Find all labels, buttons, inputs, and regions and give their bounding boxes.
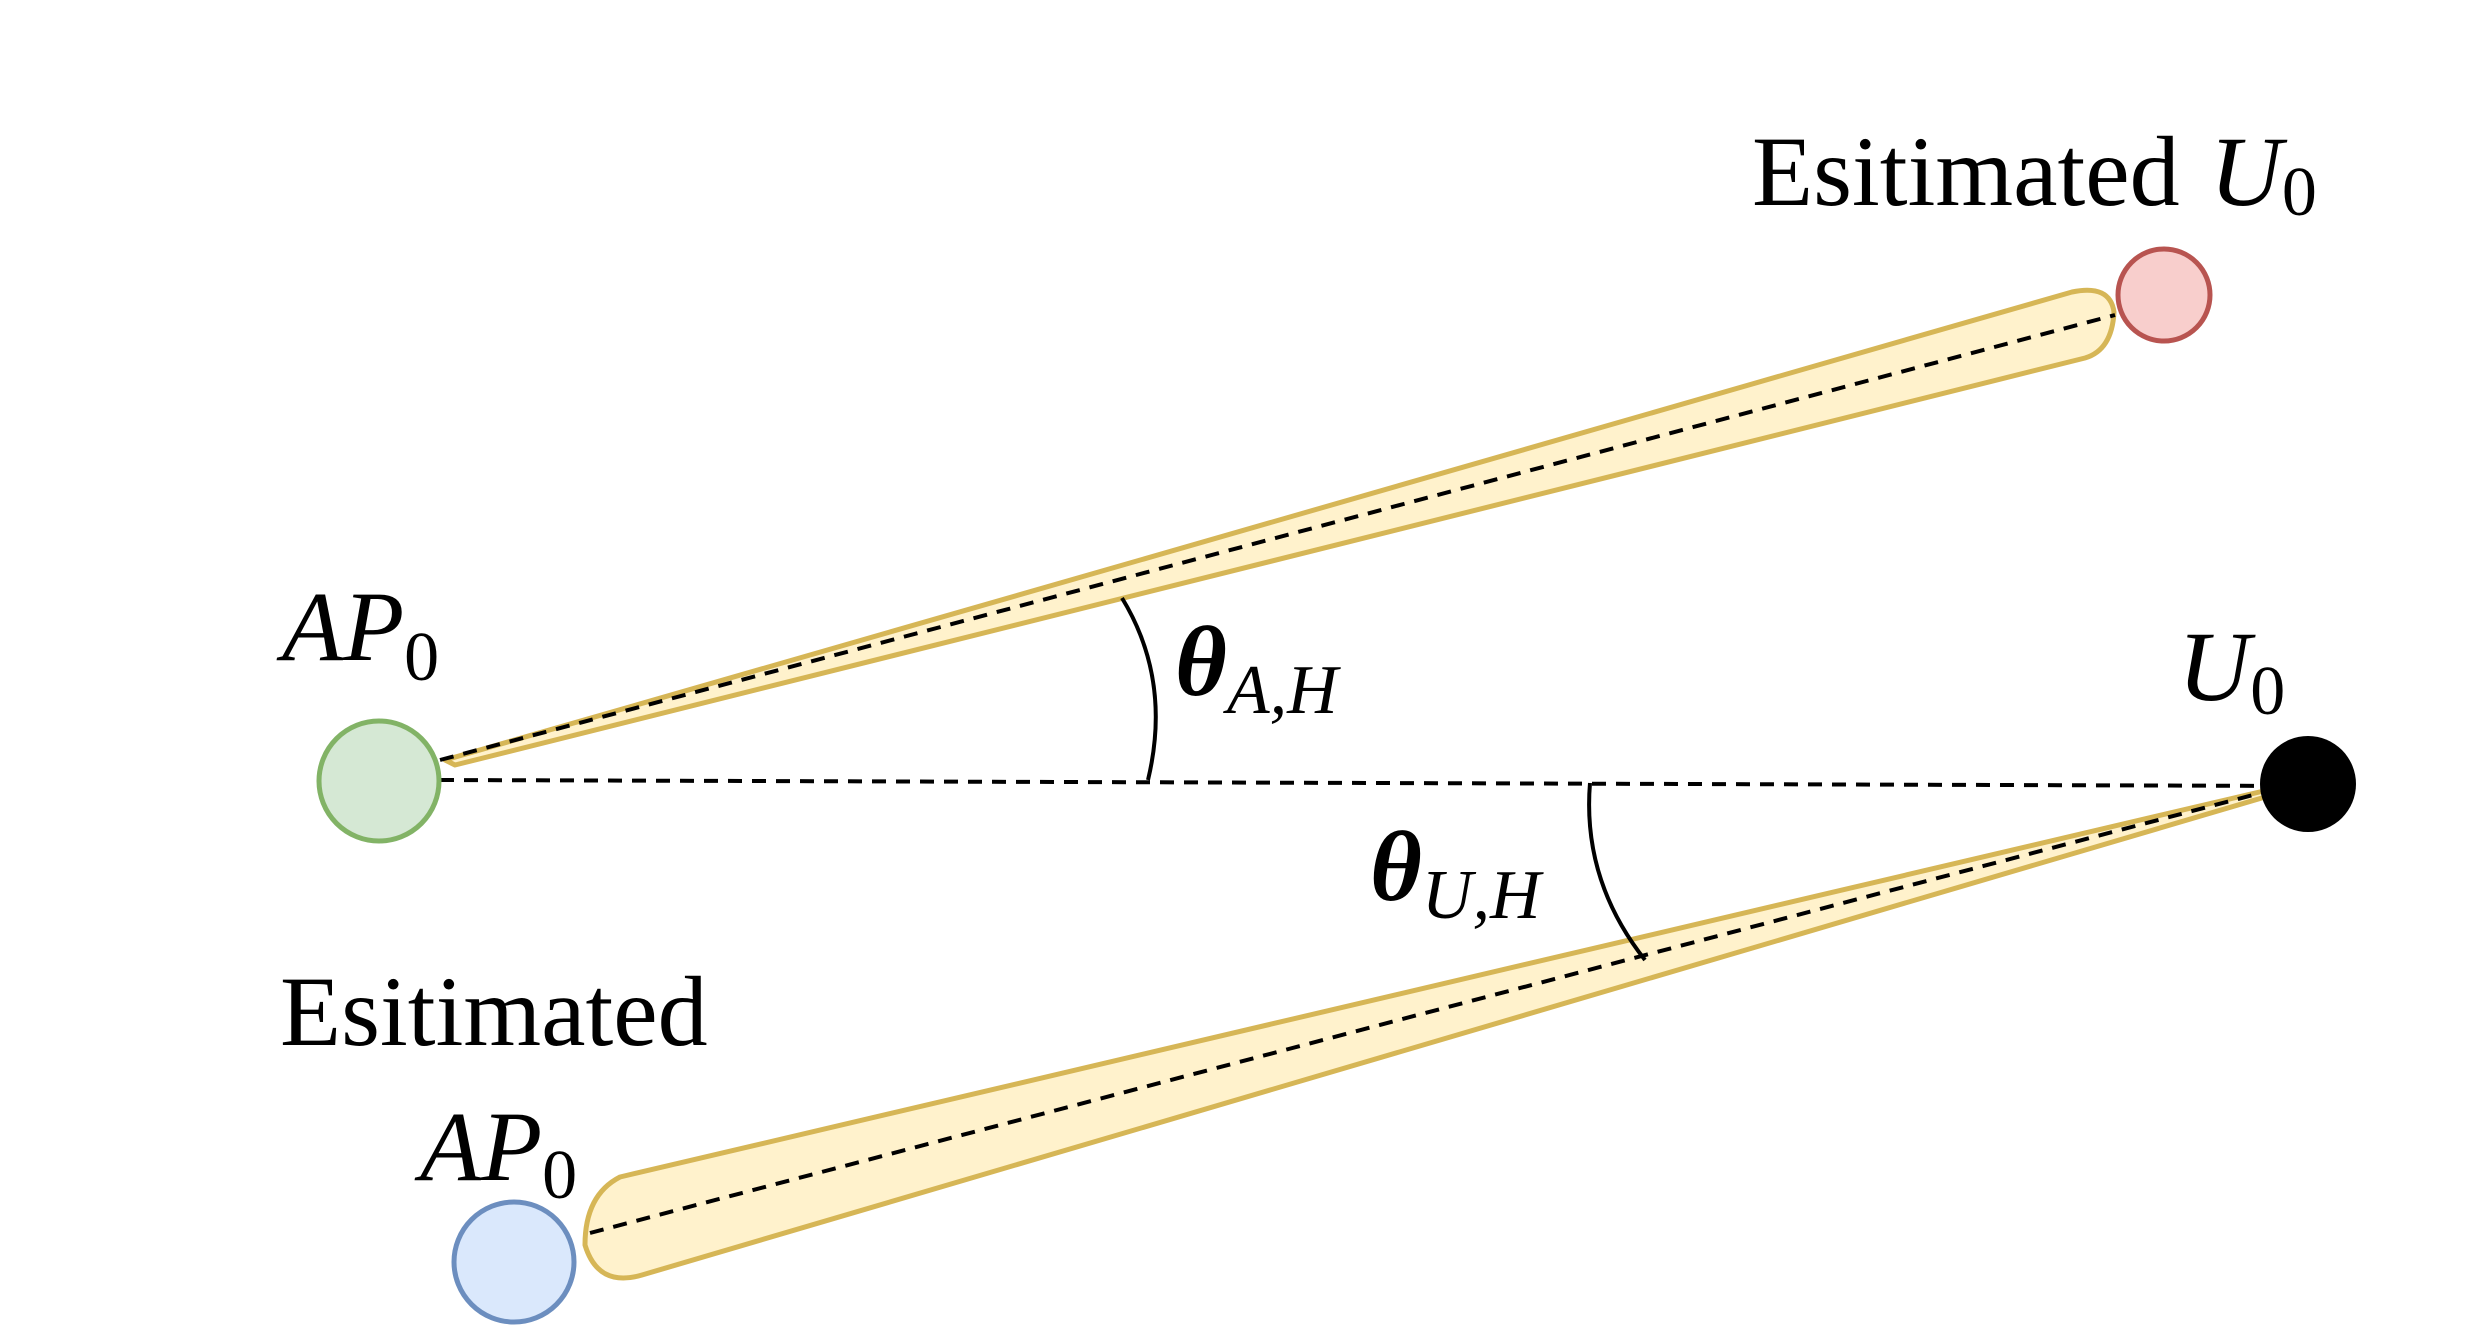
theta-u-h-label: θU,H xyxy=(1370,811,1544,934)
u0-node xyxy=(2260,736,2356,832)
line-ap0-to-estimated-u0 xyxy=(439,313,2116,762)
theta-a-h-label: θA,H xyxy=(1175,606,1341,729)
estimated-ap0-node xyxy=(451,1199,577,1325)
estimated-ap0-label: AP0 xyxy=(414,1091,577,1214)
angle-arc-theta-a-h xyxy=(1120,596,1158,781)
angle-arc-theta-u-h xyxy=(1587,782,1647,962)
u0-label: U0 xyxy=(2178,611,2285,730)
estimated-u0-node xyxy=(2115,246,2213,344)
line-ap0-to-u0 xyxy=(439,778,2311,788)
estimated-ap0-word: Esitimated xyxy=(280,956,708,1067)
line-estimated-ap0-to-u0 xyxy=(589,788,2273,1235)
beam-estimated-ap0-to-u0 xyxy=(582,787,2275,1281)
ap0-label: AP0 xyxy=(276,571,439,696)
ap0-node xyxy=(316,718,442,844)
